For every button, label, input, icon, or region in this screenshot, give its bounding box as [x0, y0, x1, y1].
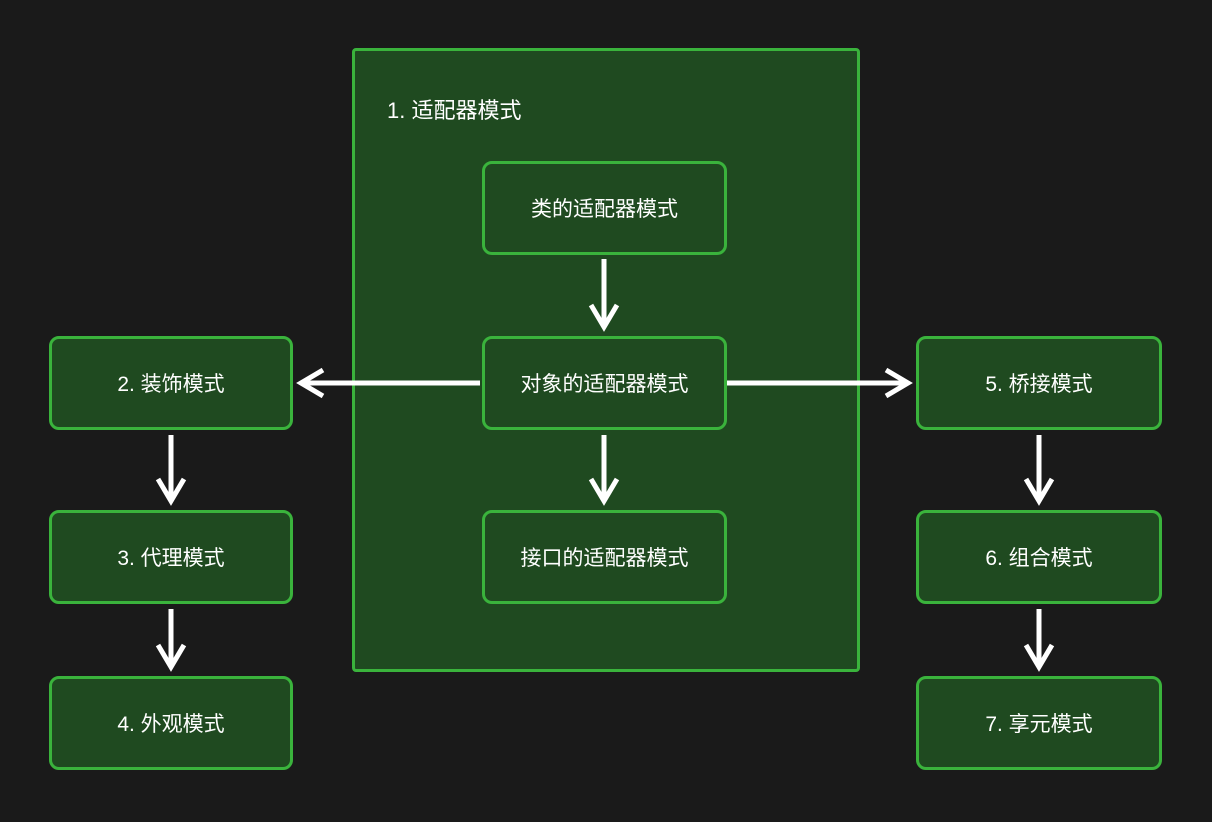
node-composite-pattern-label: 6. 组合模式 [985, 547, 1093, 570]
node-class-adapter: 类的适配器模式 [482, 161, 727, 255]
node-proxy-pattern: 3. 代理模式 [49, 510, 293, 604]
node-flyweight-pattern-label: 7. 享元模式 [985, 713, 1093, 736]
node-facade-pattern-label: 4. 外观模式 [117, 713, 225, 736]
arrow-composite-to-flyweight [1023, 609, 1055, 672]
arrow-decorator-to-proxy [155, 435, 187, 506]
adapter-pattern-group-title: 1. 适配器模式 [387, 98, 522, 123]
node-object-adapter-label: 对象的适配器模式 [520, 373, 689, 396]
node-bridge-pattern: 5. 桥接模式 [916, 336, 1162, 430]
node-interface-adapter-label: 接口的适配器模式 [520, 547, 689, 570]
node-facade-pattern: 4. 外观模式 [49, 676, 293, 770]
node-composite-pattern: 6. 组合模式 [916, 510, 1162, 604]
node-flyweight-pattern: 7. 享元模式 [916, 676, 1162, 770]
node-class-adapter-label: 类的适配器模式 [531, 198, 678, 221]
arrow-bridge-to-composite [1023, 435, 1055, 506]
node-bridge-pattern-label: 5. 桥接模式 [985, 373, 1093, 396]
node-decorator-pattern: 2. 装饰模式 [49, 336, 293, 430]
node-proxy-pattern-label: 3. 代理模式 [117, 547, 225, 570]
node-decorator-pattern-label: 2. 装饰模式 [117, 373, 225, 396]
arrow-proxy-to-facade [155, 609, 187, 672]
node-object-adapter: 对象的适配器模式 [482, 336, 727, 430]
node-interface-adapter: 接口的适配器模式 [482, 510, 727, 604]
